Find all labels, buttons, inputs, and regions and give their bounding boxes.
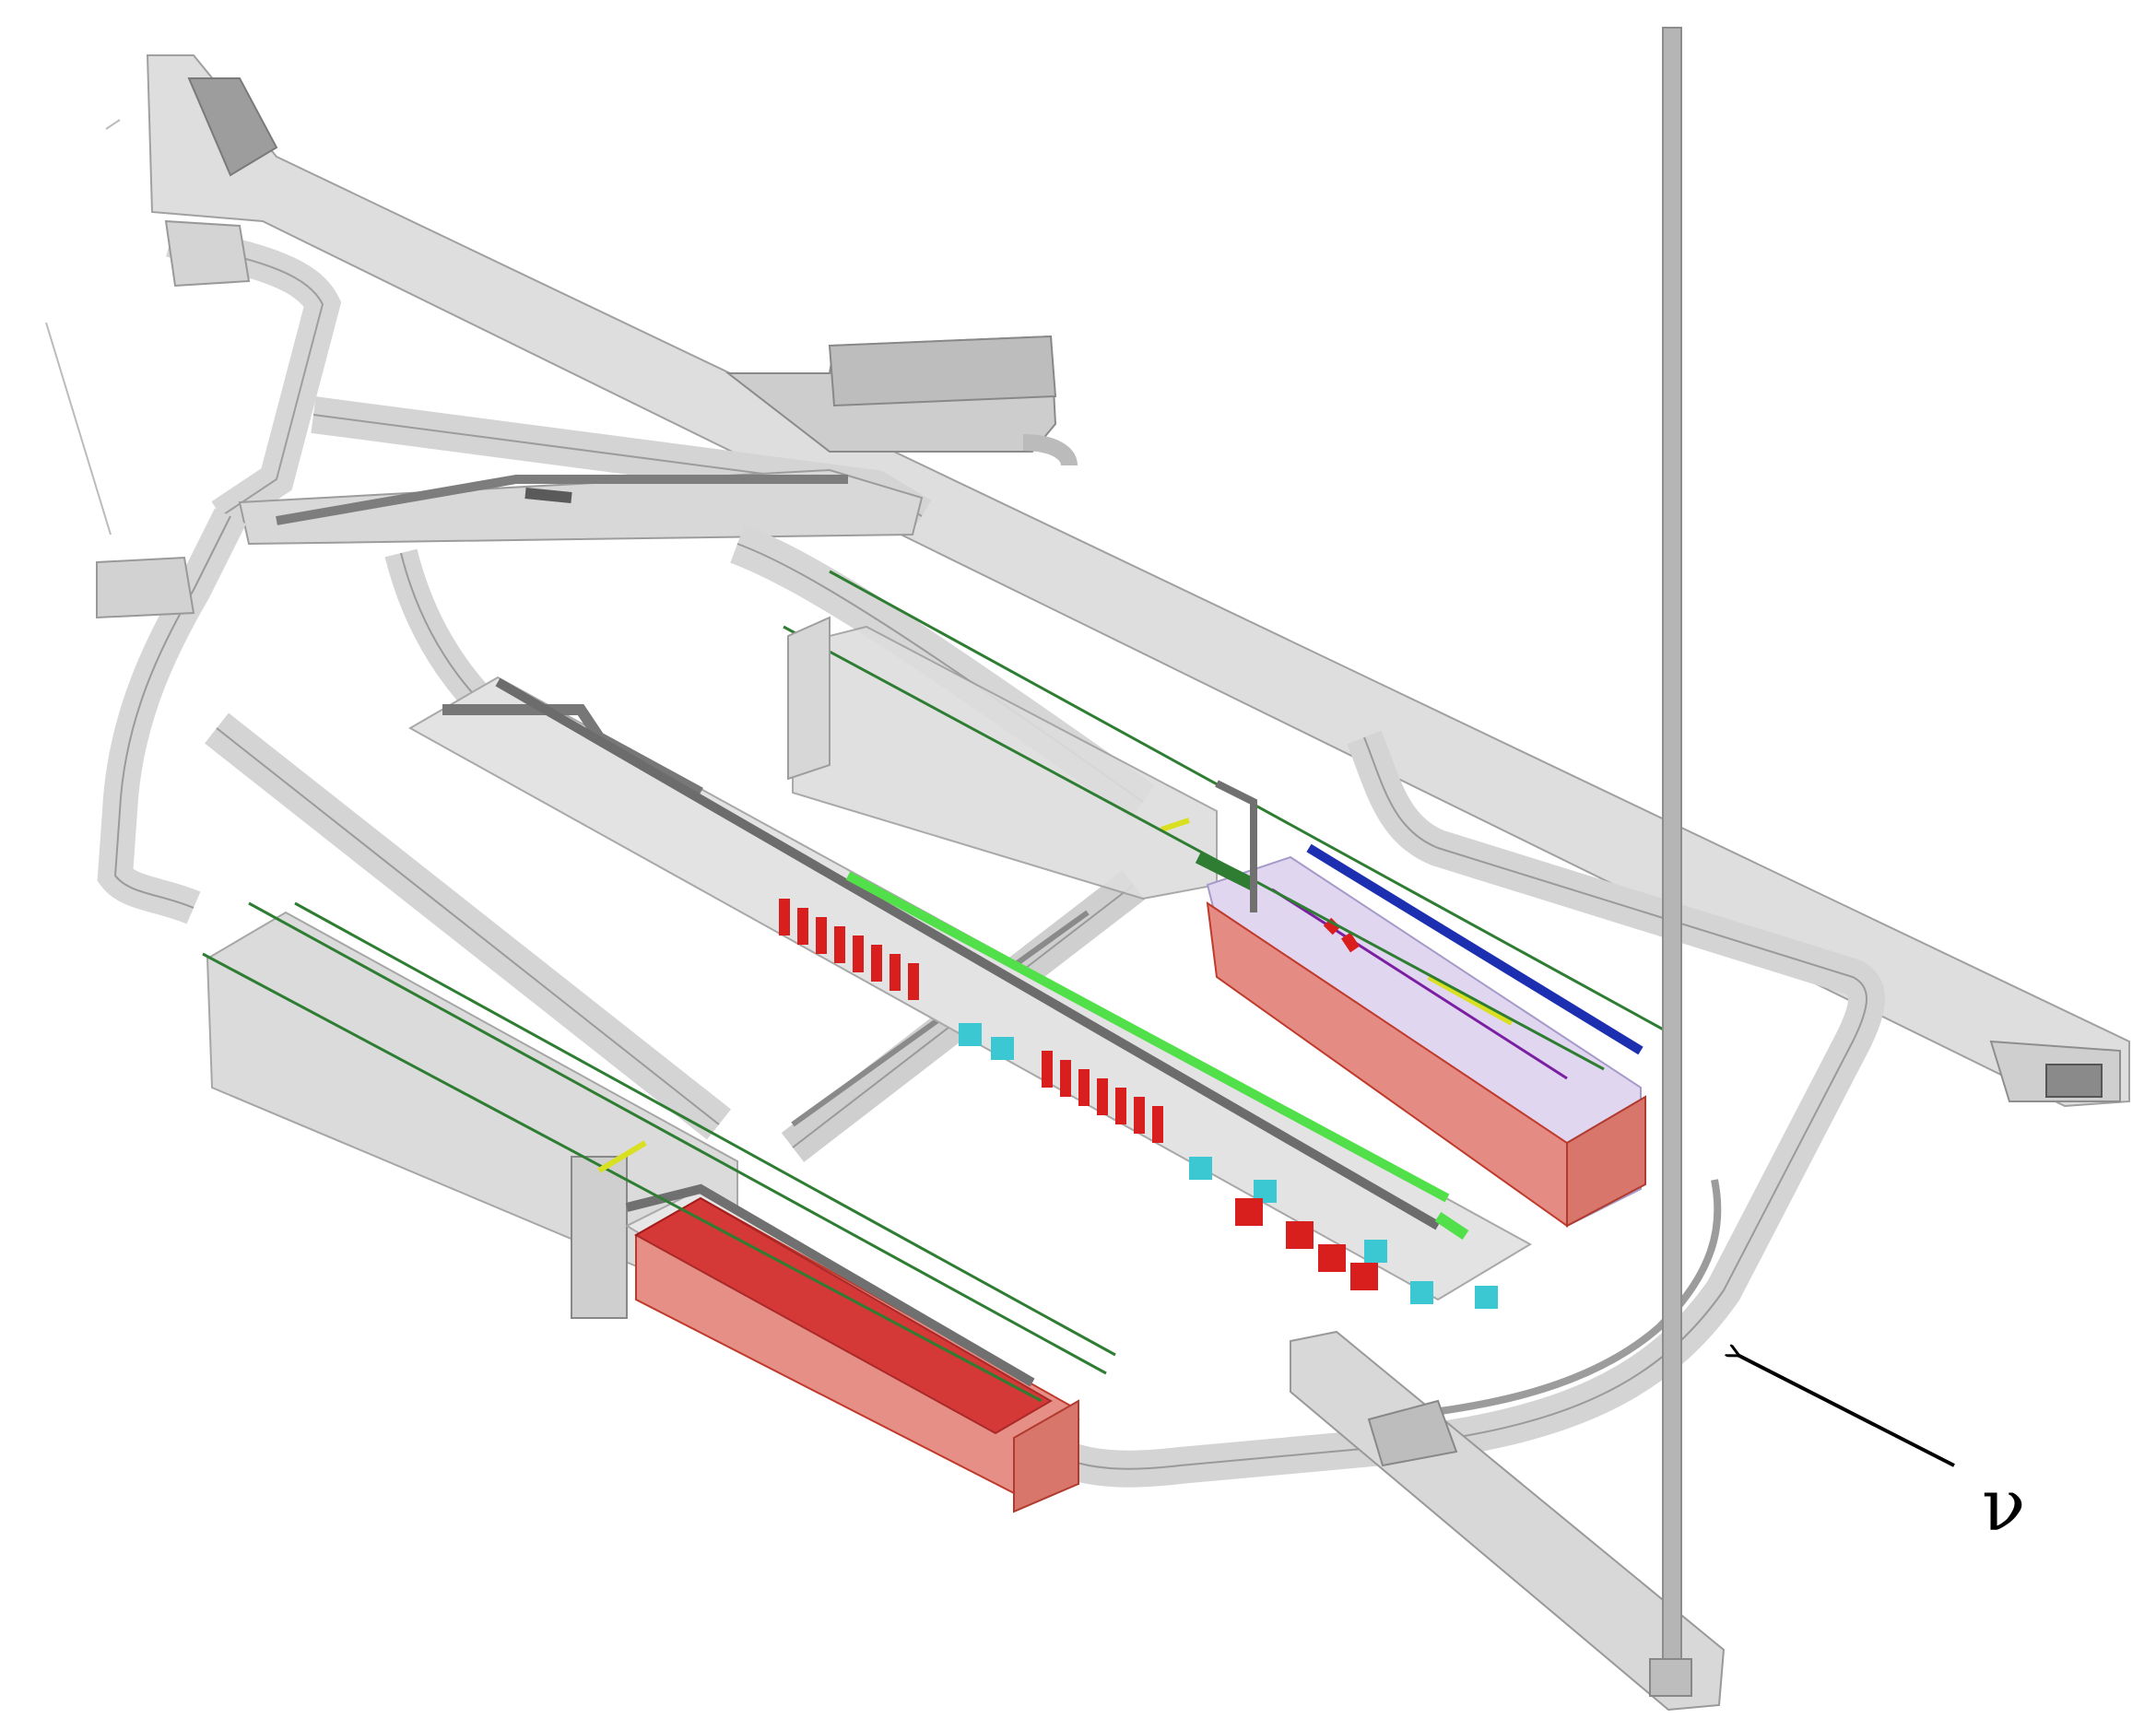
main-access-drift xyxy=(146,54,2130,1108)
neutrino-beam-indicator: ν xyxy=(1738,1355,2025,1548)
vertical-shaft xyxy=(1649,27,1692,1697)
lower-left-cavern xyxy=(202,901,1116,1513)
cyan-units xyxy=(959,1023,1498,1309)
upper-right-cavern-block xyxy=(787,616,831,781)
service-building xyxy=(725,335,1078,467)
neutrino-label: ν xyxy=(1982,1465,2025,1548)
upper-right-cavern xyxy=(783,570,1669,1228)
bottom-cross-drift xyxy=(1290,1330,1726,1712)
red-transformers xyxy=(1235,1198,1378,1290)
central-utility-cavern xyxy=(407,676,1533,1309)
red-cabinets-row-2 xyxy=(1042,1051,1163,1143)
beam-direction-arrow xyxy=(1738,1355,1955,1467)
crossing-drift xyxy=(238,468,924,546)
left-loop-tunnel xyxy=(45,119,246,924)
red-cabinets-row-1 xyxy=(779,899,919,1000)
